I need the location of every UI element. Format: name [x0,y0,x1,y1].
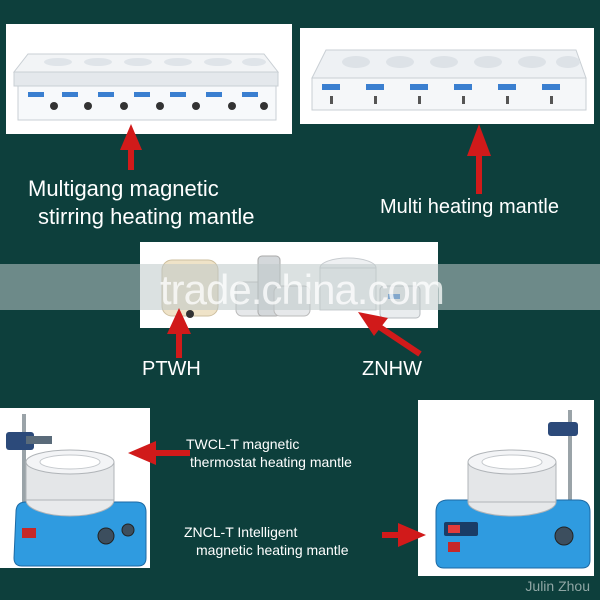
label-zncl-line2: magnetic heating mantle [196,542,349,558]
zncl-t-device-illustration [435,410,591,569]
multigang-device-illustration [12,53,280,121]
label-multi-heating: Multi heating mantle [380,196,559,218]
product-image-multi-heating [300,28,594,124]
multi-heating-device-illustration [311,49,587,111]
label-twcl-line2: thermostat heating mantle [190,454,352,470]
label-twcl-line1: TWCL-T magnetic [186,436,300,452]
label-ptwh: PTWH [142,358,201,380]
product-image-zncl-t [418,400,594,576]
label-multigang-line2: stirring heating mantle [38,204,255,229]
arrow-multi-heating-icon [467,124,491,194]
product-image-twcl-t [0,408,150,568]
label-znhw: ZNHW [362,358,422,380]
watermark-text: trade.china.com [160,266,445,313]
product-image-multigang [6,24,292,134]
twcl-t-device-illustration [6,414,147,567]
watermark-band [0,264,600,310]
label-zncl-line1: ZNCL-T Intelligent [184,524,298,540]
signature-text: Julin Zhou [525,578,590,594]
label-multigang-line1: Multigang magnetic [28,176,219,201]
